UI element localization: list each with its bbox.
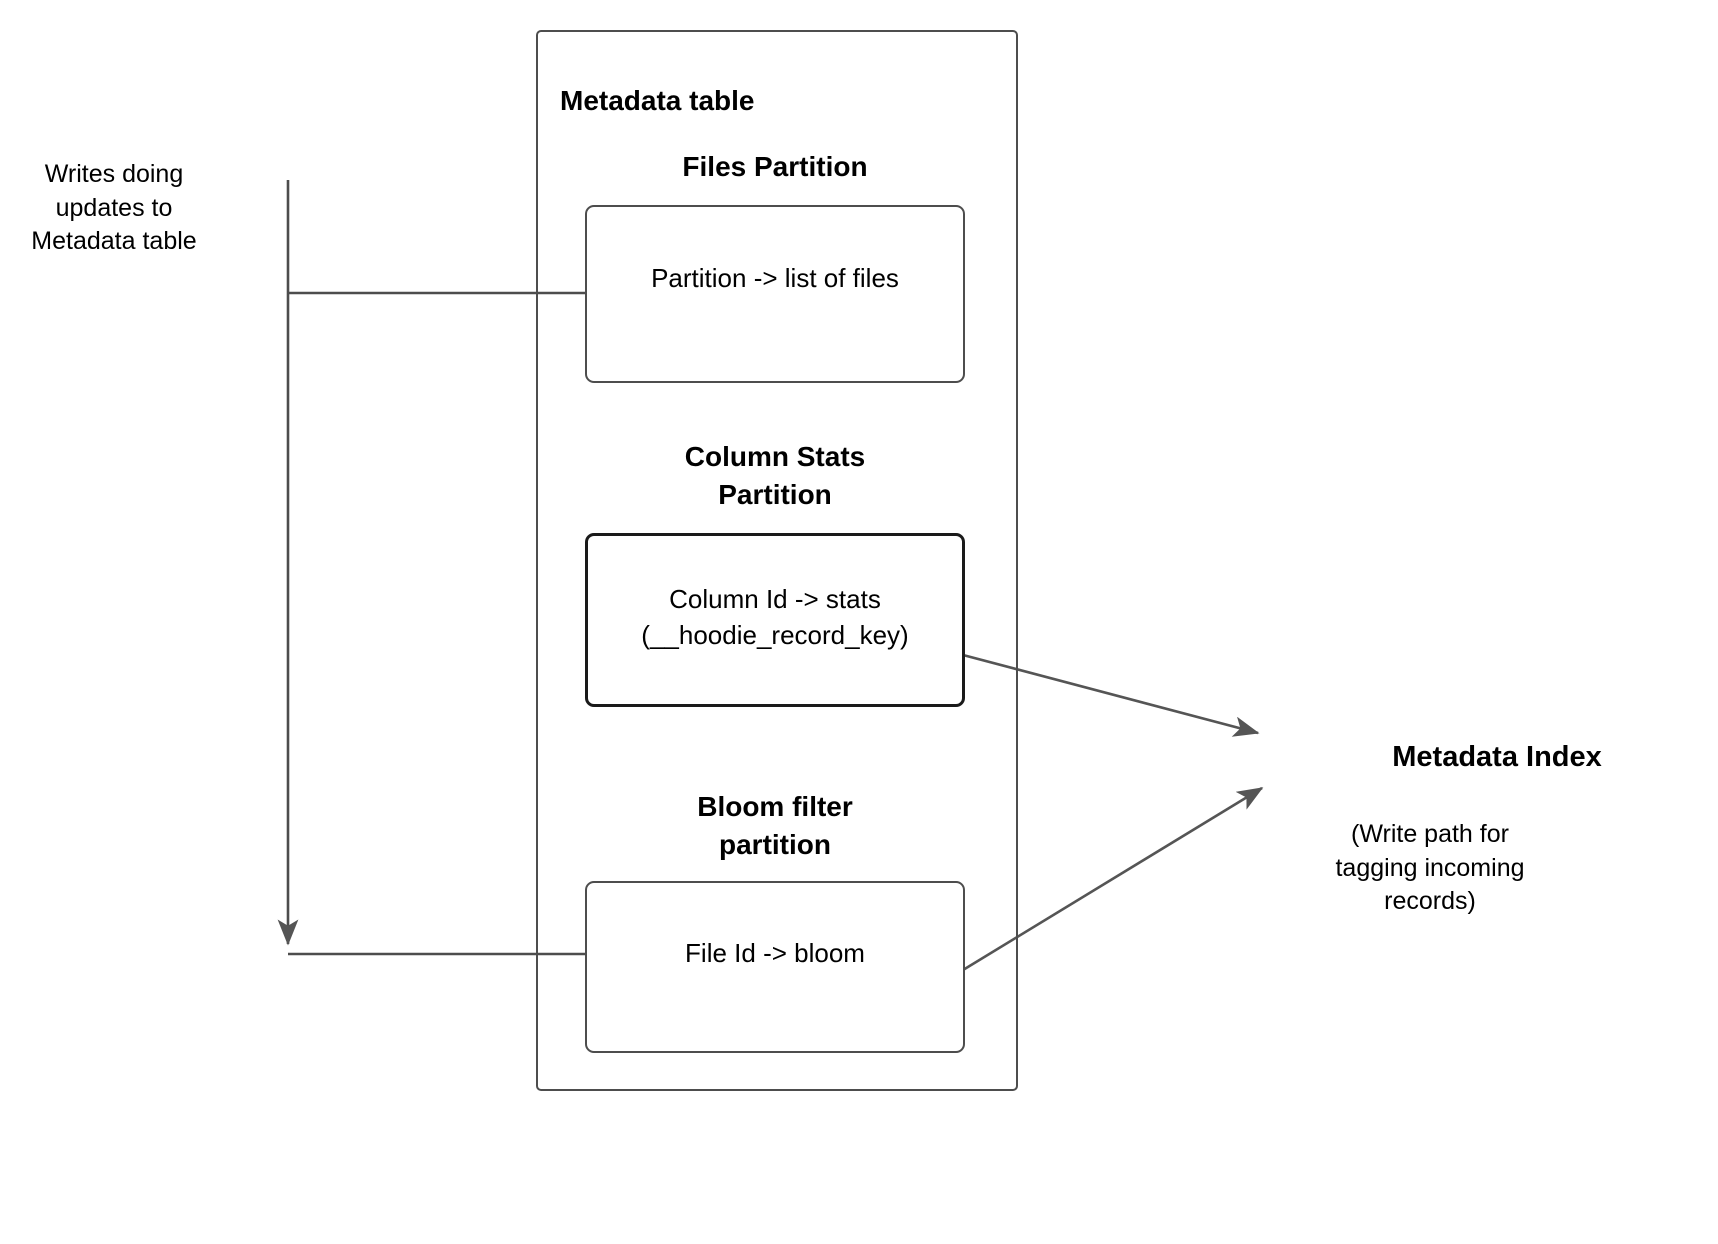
bloom-filter-partition-box: File Id -> bloom — [585, 881, 965, 1053]
column-stats-partition-box-text: Column Id -> stats (__hoodie_record_key) — [641, 584, 909, 651]
column-stats-partition-heading: Column Stats Partition — [684, 441, 866, 510]
column-stats-partition-box: Column Id -> stats (__hoodie_record_key) — [585, 533, 965, 707]
writes-annotation-label: Writes doing updates to Metadata table — [31, 160, 197, 255]
bloom-filter-partition-box-text: File Id -> bloom — [685, 938, 865, 968]
metadata-index-caption: (Write path for tagging incoming records… — [1335, 820, 1525, 915]
metadata-table-title: Metadata table — [560, 85, 755, 116]
files-partition-heading: Files Partition — [682, 151, 868, 182]
files-partition-box: Partition -> list of files — [585, 205, 965, 383]
metadata-table-container — [536, 30, 1018, 1091]
metadata-index-title: Metadata Index — [1392, 741, 1602, 773]
files-partition-box-text: Partition -> list of files — [651, 263, 899, 293]
bloom-filter-partition-heading: Bloom filter partition — [697, 791, 853, 860]
